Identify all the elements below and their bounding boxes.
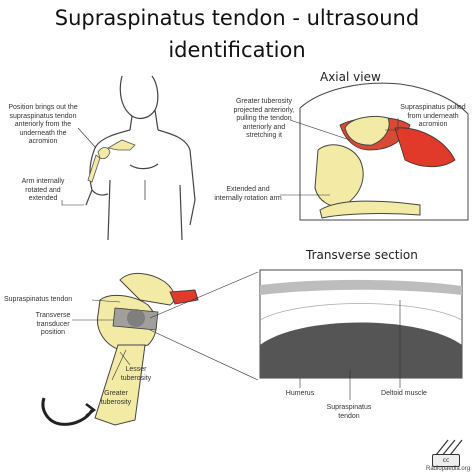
transverse-section-heading: Transverse section [306, 248, 418, 262]
transducer-position-label: Transverse transducer position [35, 312, 71, 336]
transducer-probe [112, 307, 159, 331]
extended-arm-label: Extended and internally rotation arm [214, 186, 282, 202]
arm-internally-label: Arm internally rotated and extended [21, 178, 65, 202]
axial-view-heading: Axial view [320, 70, 381, 84]
body-shoulder-bones [87, 139, 136, 183]
lesser-tuberosity-label: Lesser tuberosity [120, 366, 152, 382]
supraspinatus-tendon-label: Supraspinatus tendon [4, 296, 73, 303]
shoulder-figure [94, 273, 199, 426]
humerus-label: Humerus [285, 390, 315, 397]
rotation-arrow [41, 397, 97, 426]
license-badge: cc [432, 454, 460, 467]
greater-tuberosity-axial-label: Greater tuberosity projected anteriorly,… [233, 98, 295, 139]
greater-tuberosity-shoulder-label: Greater tuberosity [100, 390, 132, 406]
axial-view-figure [299, 82, 469, 221]
deltoid-muscle-label: Deltoid muscle [381, 390, 427, 397]
supraspinatus-pulled-label: Supraspinatus pulled from underneath acr… [400, 104, 466, 128]
transverse-section-figure [259, 269, 463, 379]
body-figure [85, 75, 196, 241]
title-line-1: Supraspinatus tendon - ultrasound [54, 6, 420, 30]
title-line-2: identification [168, 38, 306, 62]
position-brings-label: Position brings out the supraspinatus te… [8, 104, 78, 145]
site-credit: Radiopaedia.org [426, 466, 471, 472]
supraspinatus-tendon-section-label: Supraspinatus tendon [326, 404, 372, 420]
